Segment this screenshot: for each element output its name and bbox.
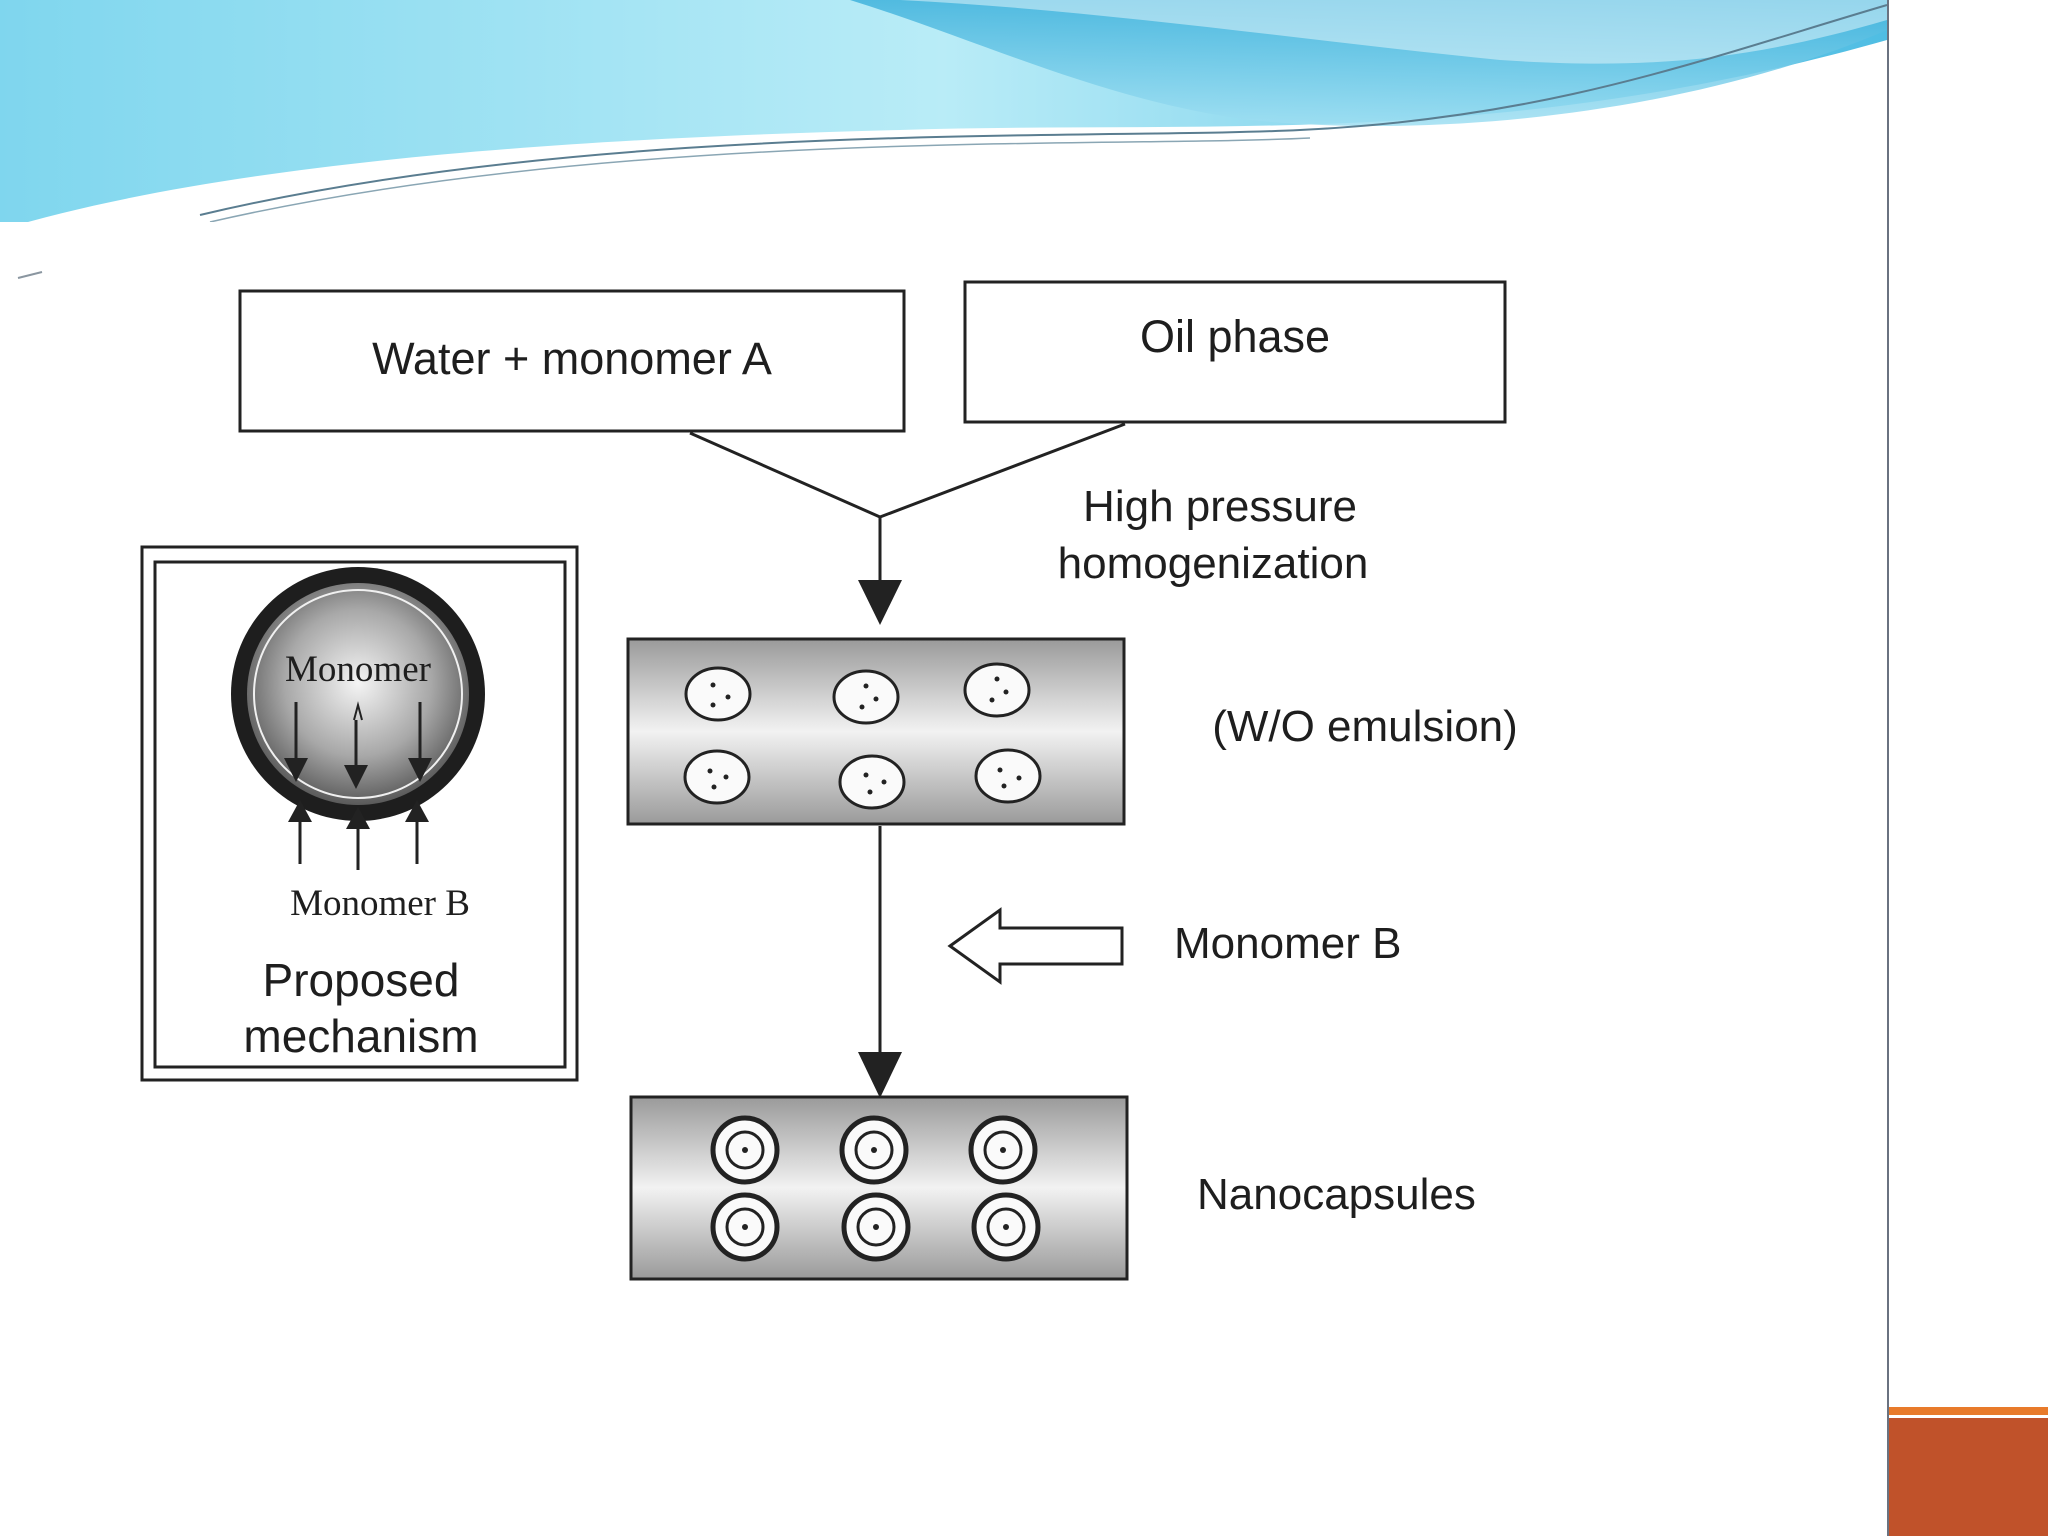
oil-phase-label: Oil phase <box>1140 311 1330 362</box>
monomer-b-step-label: Monomer B <box>1174 919 1401 968</box>
arrow-head-down-1 <box>858 580 902 625</box>
slide-right-border <box>1887 0 1889 1536</box>
mechanism-monomer-b-label: Monomer B <box>290 883 470 924</box>
mechanism-caption-line1: Proposed <box>263 954 460 1006</box>
emulsion-droplet <box>974 748 1042 804</box>
nanocapsule <box>710 1192 780 1262</box>
emulsion-droplet <box>832 669 900 725</box>
monomer-label: Monomer <box>285 649 431 690</box>
mechanism-caption-line2: mechanism <box>243 1010 478 1062</box>
emulsion-box <box>626 637 1126 826</box>
emulsion-label: (W/O emulsion) <box>1212 702 1518 751</box>
homogenization-label-line1: High pressure <box>1083 482 1357 531</box>
emulsion-droplet <box>838 754 906 810</box>
nanocapsule <box>971 1192 1041 1262</box>
nanocapsule <box>710 1115 780 1185</box>
nanocapsule <box>968 1115 1038 1185</box>
mechanism-arrows <box>284 701 432 870</box>
water-monomer-a-label: Water + monomer A <box>372 333 772 384</box>
emulsion-droplet <box>684 666 752 722</box>
nanocapsules-box <box>629 1095 1129 1281</box>
water-monomer-a-box: Water + monomer A <box>238 289 906 433</box>
homogenization-label-line2: homogenization <box>1058 539 1369 588</box>
merge-arrow <box>689 422 1126 585</box>
accent-line <box>1889 1407 2048 1415</box>
emulsion-droplet <box>963 662 1031 718</box>
accent-bar <box>1889 1418 2048 1536</box>
nanocapsule <box>841 1192 911 1262</box>
nanocapsule <box>839 1115 909 1185</box>
proposed-mechanism-panel: Monomer Monomer B Proposed mechanism <box>140 545 579 1082</box>
arrow-head-down-2 <box>858 1052 902 1098</box>
oil-phase-box: Oil phase <box>963 280 1507 424</box>
emulsion-droplet <box>683 749 751 805</box>
nanocapsules-label: Nanocapsules <box>1197 1170 1476 1219</box>
monomer-b-addition-arrow <box>947 907 1124 985</box>
